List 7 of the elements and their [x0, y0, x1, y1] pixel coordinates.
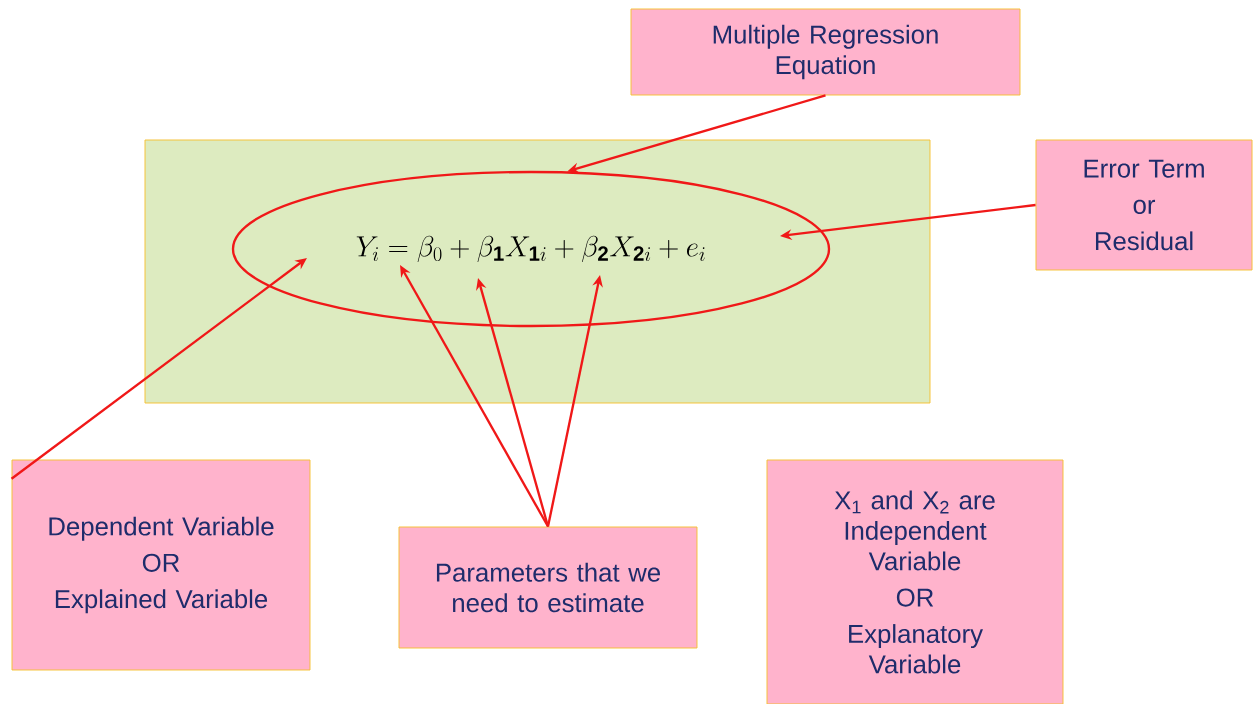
- arrow: [10, 258, 307, 480]
- label-box: Parameters that we need to estimate: [398, 526, 698, 649]
- label-box: Error Term or Residual: [1035, 139, 1253, 271]
- label-box: Multiple Regression Equation: [630, 8, 1021, 96]
- label-box: X$_{1}$ and X$_{2}$ are Independent Variable OR Explanatory Variable: [766, 459, 1064, 704]
- equation-panel: [144, 139, 931, 404]
- label-box: Dependent Variable OR Explained Variable: [11, 459, 311, 671]
